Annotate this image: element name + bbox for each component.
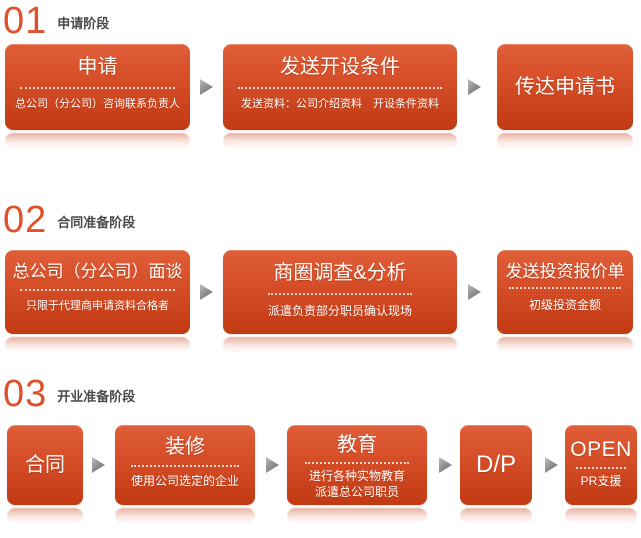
step-box-dp: D/P — [460, 425, 532, 524]
stage-1-header: 01 申请阶段 — [3, 2, 109, 40]
dotted-divider — [20, 87, 175, 89]
dotted-divider — [131, 465, 239, 467]
box-reflection — [223, 337, 457, 353]
dotted-divider — [20, 289, 175, 292]
box-reflection — [5, 337, 190, 353]
step-title: 发送开设条件 — [280, 56, 400, 78]
step-title: 装修 — [165, 436, 205, 458]
arrow-right-icon — [439, 457, 452, 473]
step-box-apply: 申请 总公司（分公司）咨询联系负责人 — [5, 44, 190, 149]
step-title: 合同 — [25, 453, 65, 476]
stage-2-number: 02 — [3, 199, 48, 241]
step-title: 申请 — [77, 56, 118, 78]
arrow-right-icon — [545, 457, 558, 473]
step-box-investment-quote: 发送投资报价单 初级投资金额 — [497, 250, 633, 353]
step-subtitle-line2: 派遣总公司职员 — [314, 485, 399, 500]
stage-2-label: 合同准备阶段 — [57, 214, 136, 230]
arrow-right-icon — [92, 457, 105, 473]
step-subtitle: 初级投资金额 — [528, 298, 601, 313]
step-subtitle: 使用公司选定的企业 — [130, 474, 239, 488]
box-reflection — [565, 508, 637, 524]
stage-1-number: 01 — [3, 0, 48, 42]
stage-3-number: 03 — [3, 373, 48, 415]
stage-3-label: 开业准备阶段 — [57, 388, 136, 404]
dotted-divider — [509, 287, 621, 290]
step-subtitle: 总公司（分公司）咨询联系负责人 — [15, 98, 180, 110]
arrow-right-icon — [200, 79, 213, 95]
box-reflection — [5, 133, 190, 149]
box-reflection — [115, 508, 255, 524]
step-title: 教育 — [337, 434, 377, 456]
arrow-right-icon — [200, 284, 213, 300]
step-box-send-conditions: 发送开设条件 发送资料：公司介绍资料 开设条件资料 — [223, 44, 457, 149]
dotted-divider — [268, 293, 412, 295]
step-title: 商圈调查&分析 — [273, 262, 407, 284]
step-box-training: 教育 进行各种实物教育 派遣总公司职员 — [287, 425, 427, 524]
step-box-decoration: 装修 使用公司选定的企业 — [115, 425, 255, 524]
step-box-open: OPEN PR支援 — [565, 425, 637, 524]
step-subtitle: PR支援 — [580, 474, 622, 489]
step-title: 发送投资报价单 — [505, 262, 625, 281]
arrow-right-icon — [468, 284, 481, 300]
box-reflection — [223, 133, 457, 149]
step-title: OPEN — [570, 438, 632, 461]
arrow-right-icon — [266, 457, 279, 473]
box-reflection — [7, 508, 83, 524]
step-subtitle: 派遣负责部分职员确认现场 — [267, 304, 412, 318]
step-title: 总公司（分公司）面谈 — [12, 262, 183, 281]
dotted-divider — [576, 467, 626, 470]
dotted-divider — [238, 87, 442, 89]
step-box-market-survey: 商圈调查&分析 派遣负责部分职员确认现场 — [223, 250, 457, 353]
step-box-hq-interview: 总公司（分公司）面谈 只限于代理商申请资料合格者 — [5, 250, 190, 353]
box-reflection — [287, 508, 427, 524]
box-reflection — [497, 133, 633, 149]
stage-3-header: 03 开业准备阶段 — [3, 375, 135, 413]
step-box-contract: 合同 — [7, 425, 83, 524]
stage-2-header: 02 合同准备阶段 — [3, 201, 135, 239]
box-reflection — [460, 508, 532, 524]
box-reflection — [497, 337, 633, 353]
step-subtitle: 发送资料：公司介绍资料 开设条件资料 — [241, 98, 439, 110]
dotted-divider — [305, 462, 409, 464]
stage-1-label: 申请阶段 — [57, 15, 110, 31]
step-subtitle: 进行各种实物教育 — [308, 469, 405, 483]
step-subtitle: 只限于代理商申请资料合格者 — [26, 300, 169, 313]
arrow-right-icon — [468, 79, 481, 95]
step-title: 传达申请书 — [515, 75, 615, 98]
step-title: D/P — [475, 451, 516, 478]
step-box-deliver-application: 传达申请书 — [497, 44, 633, 149]
